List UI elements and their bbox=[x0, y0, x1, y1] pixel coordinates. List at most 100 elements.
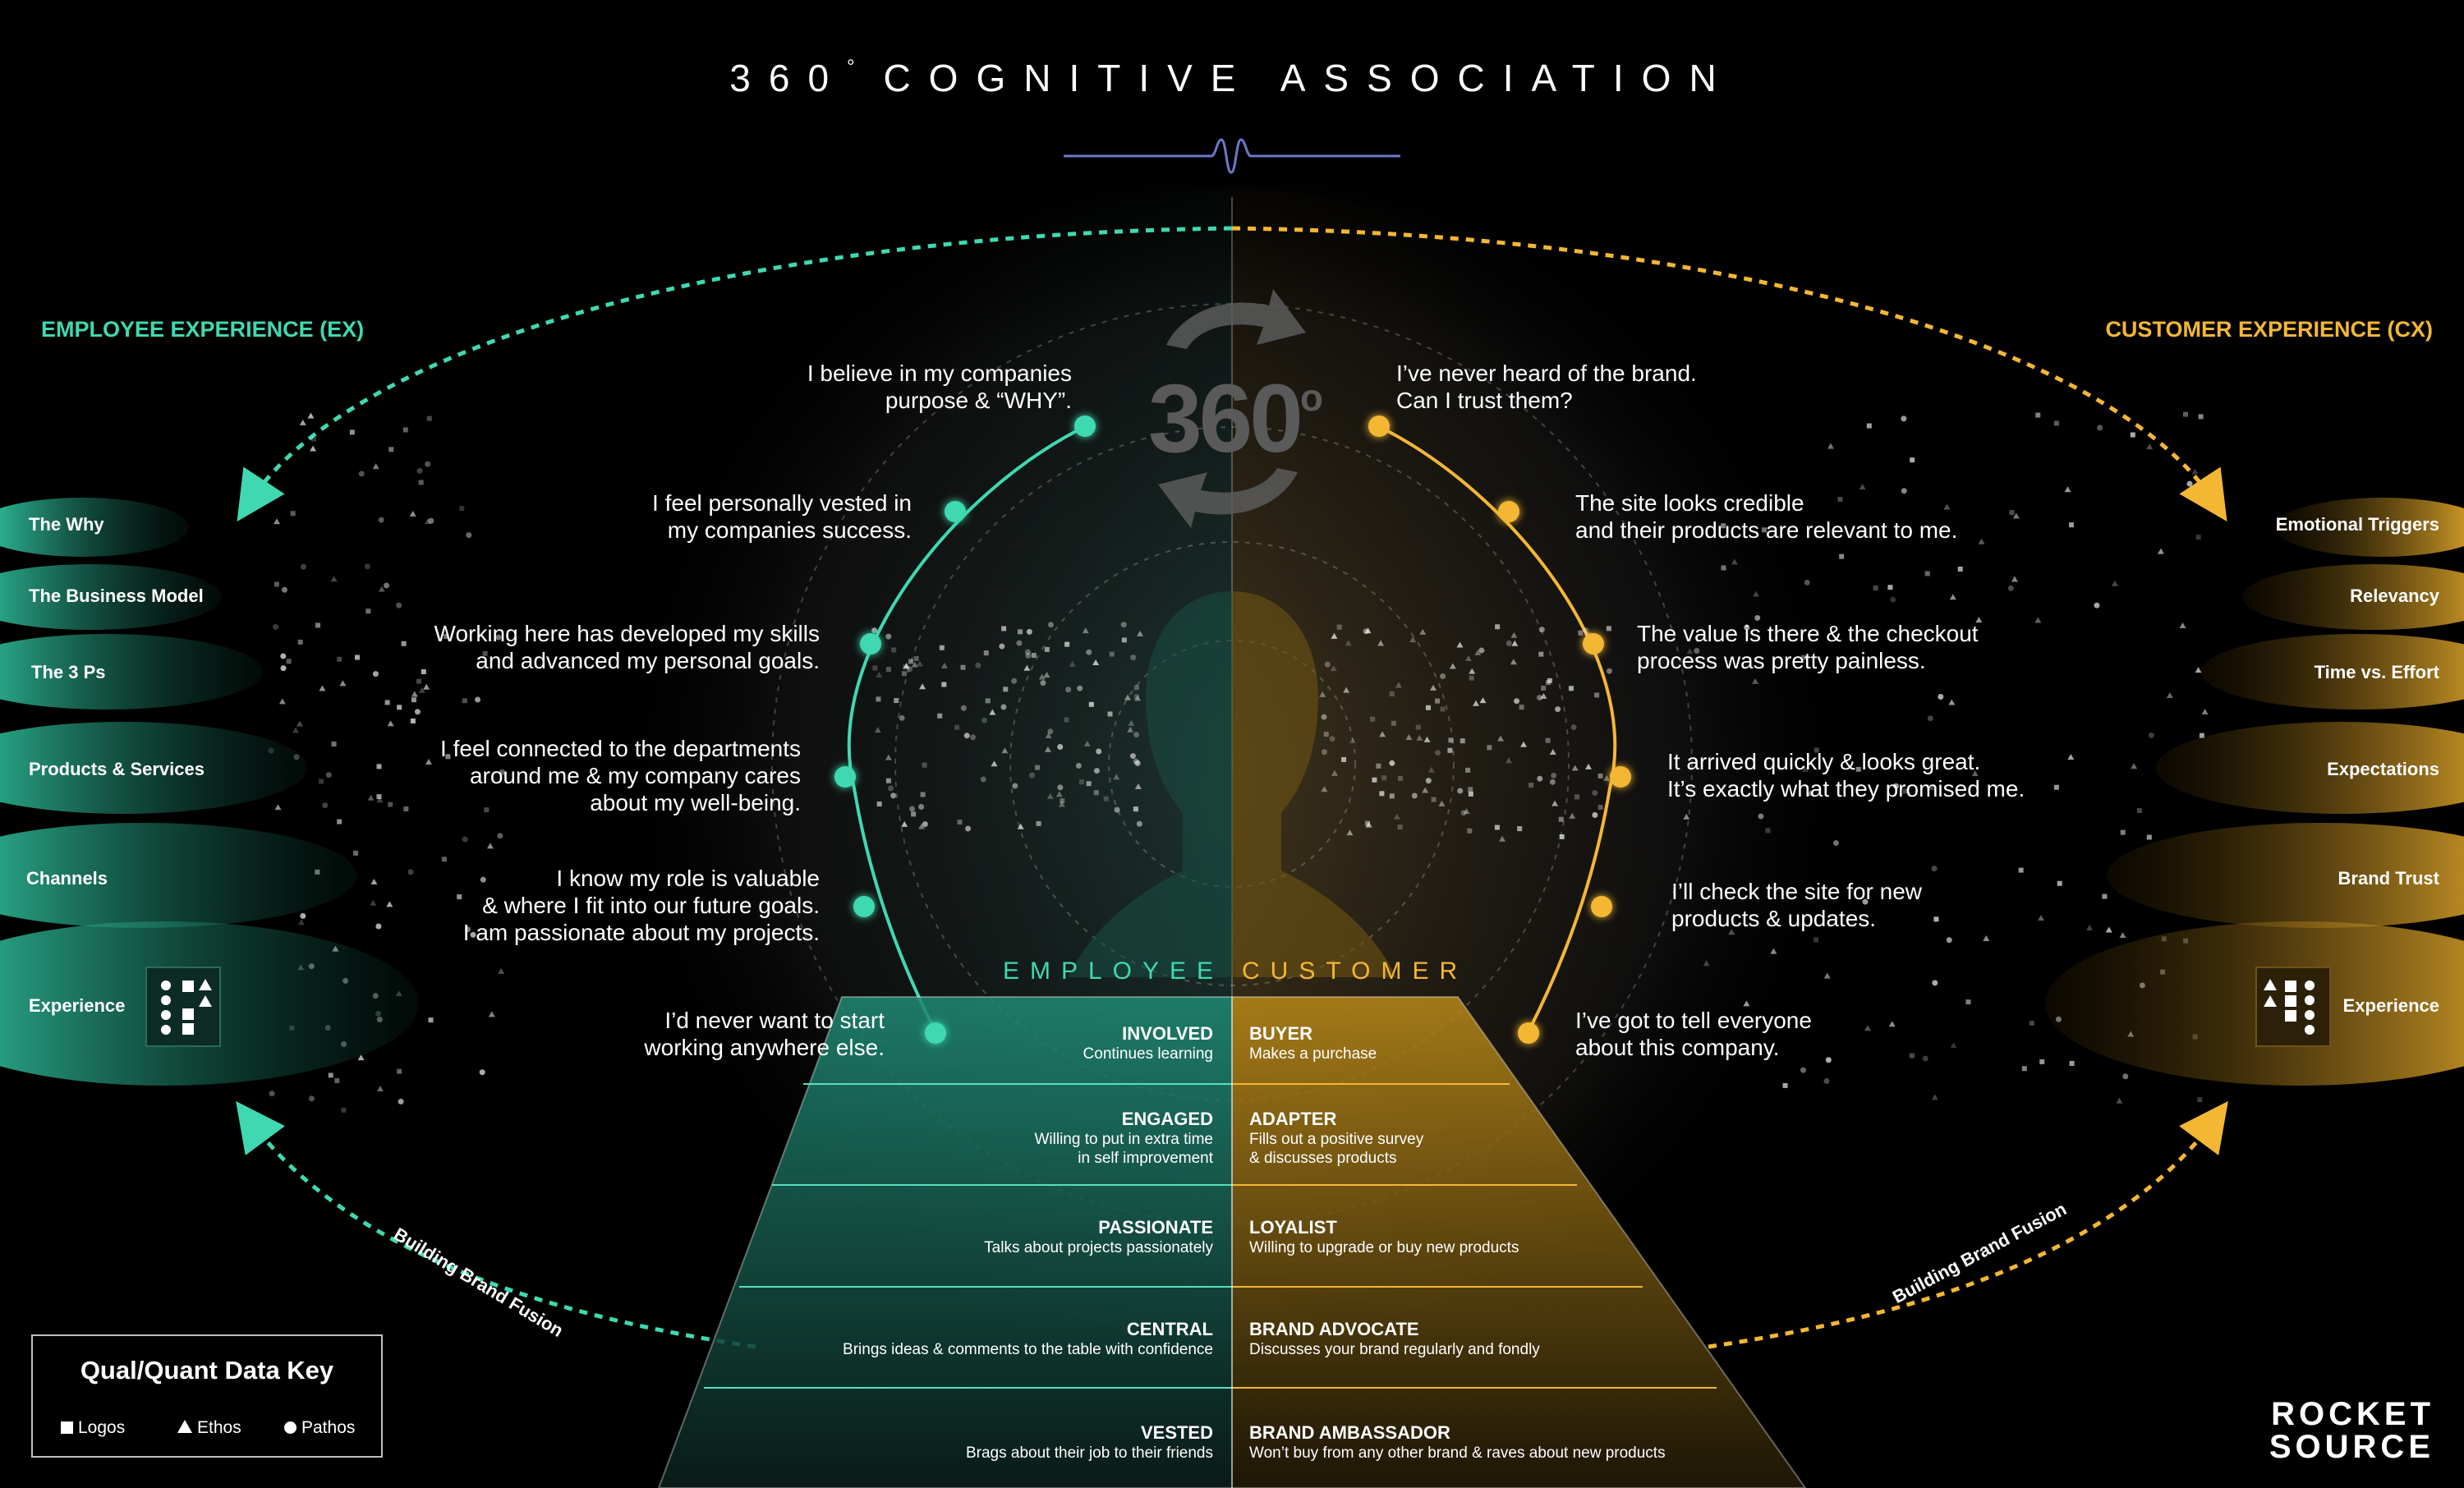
particle bbox=[1364, 627, 1372, 634]
particle bbox=[388, 447, 394, 452]
particle bbox=[908, 659, 913, 664]
particle bbox=[1011, 677, 1018, 684]
particle bbox=[1343, 687, 1350, 693]
customer-label: CUSTOMER bbox=[1242, 958, 1469, 985]
particle bbox=[2148, 732, 2154, 738]
particle bbox=[1075, 762, 1082, 769]
cx-statement-line: products & updates. bbox=[1671, 906, 1877, 931]
particle bbox=[1468, 787, 1473, 792]
cx-statement-line: process was pretty painless. bbox=[1637, 648, 1926, 673]
particle bbox=[1558, 816, 1564, 822]
particle bbox=[1478, 647, 1485, 654]
particle bbox=[1571, 765, 1579, 771]
particle bbox=[989, 709, 996, 715]
particle bbox=[1349, 737, 1356, 744]
customer-level-title: ADAPTER bbox=[1249, 1109, 1337, 1129]
ex-disc-label: The 3 Ps bbox=[31, 662, 106, 682]
particle bbox=[1044, 746, 1051, 752]
particle bbox=[410, 718, 416, 723]
particle bbox=[2182, 411, 2188, 417]
ex-statement-line: I feel connected to the departments bbox=[440, 736, 801, 761]
particle bbox=[2102, 893, 2108, 899]
particle bbox=[299, 419, 306, 425]
particle bbox=[2097, 425, 2103, 431]
ex-top-arc bbox=[237, 226, 1233, 522]
customer-level-title: BRAND AMBASSADOR bbox=[1249, 1422, 1450, 1443]
ex-disc-label: The Why bbox=[29, 514, 104, 535]
particle bbox=[1910, 457, 1915, 463]
particle bbox=[475, 696, 481, 703]
cx-disc-label: Expectations bbox=[2327, 759, 2439, 779]
particle bbox=[1578, 630, 1584, 636]
particle bbox=[1389, 793, 1395, 799]
particle bbox=[1055, 791, 1063, 797]
particle bbox=[1949, 594, 1956, 600]
particle bbox=[1511, 640, 1519, 646]
particle bbox=[1946, 937, 1952, 944]
particle bbox=[1933, 916, 1939, 922]
ex-bottom-arc bbox=[236, 1100, 756, 1349]
particle bbox=[2195, 535, 2201, 540]
particle bbox=[1487, 745, 1492, 751]
ex-disc-label: The Business Model bbox=[29, 586, 204, 606]
ex-statement-line: I’d never want to start bbox=[664, 1008, 885, 1033]
particle bbox=[418, 480, 424, 485]
particle bbox=[1541, 686, 1547, 691]
particle bbox=[1924, 571, 1930, 576]
cx-journey-dot bbox=[1610, 766, 1631, 788]
particle bbox=[1001, 747, 1009, 754]
particle bbox=[975, 662, 981, 668]
cx-journey-dot bbox=[1583, 633, 1604, 654]
cx-statement-line: Can I trust them? bbox=[1396, 388, 1573, 413]
particle bbox=[418, 687, 425, 693]
particle bbox=[403, 806, 409, 812]
particle bbox=[1425, 705, 1431, 710]
particle bbox=[365, 609, 371, 614]
ex-data-key-icon bbox=[145, 967, 221, 1047]
particle bbox=[2199, 733, 2204, 738]
rotate-arrows-icon bbox=[1158, 289, 1306, 528]
particle bbox=[991, 760, 998, 767]
particle bbox=[397, 1068, 402, 1074]
particle bbox=[388, 801, 393, 807]
particle bbox=[358, 471, 365, 477]
particle bbox=[1448, 737, 1454, 743]
particle bbox=[1943, 503, 1951, 510]
particle bbox=[913, 655, 919, 661]
particle bbox=[1127, 726, 1134, 733]
particle bbox=[1083, 740, 1091, 746]
employee-level-title: CENTRAL bbox=[1126, 1319, 1213, 1339]
particle bbox=[402, 427, 408, 433]
particle bbox=[1721, 565, 1726, 571]
customer-level-desc: Won’t buy from any other brand & raves a… bbox=[1249, 1444, 1666, 1462]
particle bbox=[1862, 898, 1869, 905]
cx-data-key-icon bbox=[2255, 967, 2331, 1047]
particle bbox=[922, 821, 928, 828]
ex-statement-line: about my well-being. bbox=[590, 790, 801, 815]
particle bbox=[1114, 806, 1120, 813]
particle bbox=[1545, 737, 1551, 743]
particle bbox=[1549, 778, 1556, 785]
particle bbox=[1597, 805, 1603, 811]
particle bbox=[1754, 614, 1761, 621]
particle bbox=[349, 429, 355, 435]
particle bbox=[1583, 627, 1589, 633]
customer-level-title: LOYALIST bbox=[1249, 1217, 1337, 1238]
particle bbox=[416, 467, 423, 474]
particle bbox=[297, 639, 303, 645]
cx-statement-line: I’ll check the site for new bbox=[1671, 879, 1923, 904]
particle bbox=[498, 967, 505, 974]
particle bbox=[954, 724, 960, 730]
particle bbox=[1024, 649, 1031, 655]
employee-level-title: INVOLVED bbox=[1122, 1023, 1213, 1044]
particle bbox=[1888, 1021, 1896, 1027]
particle bbox=[1932, 980, 1938, 986]
particle bbox=[1136, 820, 1142, 827]
particle bbox=[894, 698, 899, 704]
